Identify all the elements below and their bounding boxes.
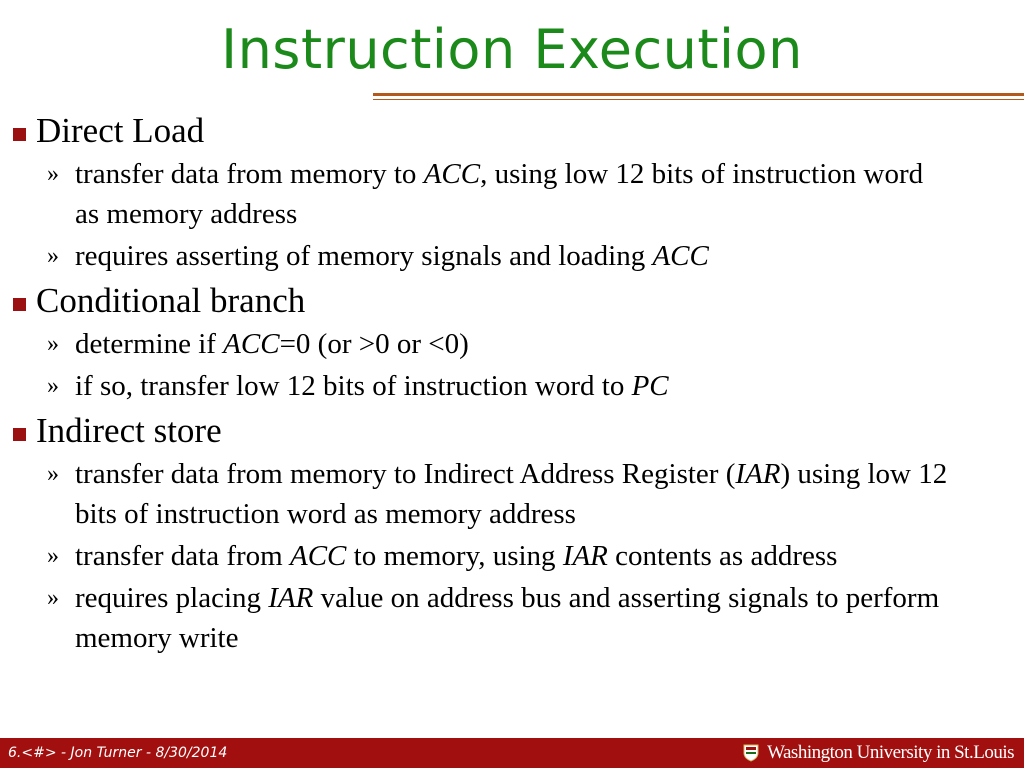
title-rule-thin xyxy=(373,99,1024,100)
sub-bullet-item: » if so, transfer low 12 bits of instruct… xyxy=(12,366,1012,406)
sub-bullet-marker: » xyxy=(47,331,59,357)
section-heading: Conditional branch xyxy=(12,278,1012,324)
square-bullet-icon xyxy=(13,298,26,311)
italic-term: PC xyxy=(631,370,669,402)
text-run: requires placing xyxy=(75,582,269,614)
italic-term: IAR xyxy=(562,540,608,572)
italic-term: ACC xyxy=(289,540,347,572)
italic-term: ACC xyxy=(423,158,481,190)
slide-title: Instruction Execution xyxy=(221,18,803,81)
sub-bullet-marker: » xyxy=(47,461,59,487)
sub-bullet-marker: » xyxy=(47,243,59,269)
text-run: contents as address xyxy=(607,540,838,572)
italic-term: IAR xyxy=(268,582,314,614)
sub-bullet-item: » requires asserting of memory signals an… xyxy=(12,236,1012,276)
sub-bullet-item: » transfer data from memory to ACC, using… xyxy=(12,154,1012,234)
text-run: to memory, using xyxy=(346,540,563,572)
text-run: transfer data from xyxy=(75,540,290,572)
section-heading-text: Conditional branch xyxy=(36,281,306,320)
section-heading-text: Direct Load xyxy=(36,111,205,150)
square-bullet-icon xyxy=(13,428,26,441)
shield-icon xyxy=(743,744,759,762)
section-heading-text: Indirect store xyxy=(36,411,222,450)
sub-bullet-marker: » xyxy=(47,543,59,569)
italic-term: IAR xyxy=(735,458,781,490)
text-run: value on address bus and asserting signa… xyxy=(75,582,940,654)
text-run: determine if xyxy=(75,328,224,360)
sub-bullet-item: » determine if ACC=0 (or >0 or <0) xyxy=(12,324,1012,364)
sub-bullet-item: » requires placing IAR value on address b… xyxy=(12,578,1012,658)
sub-bullet-marker: » xyxy=(47,373,59,399)
square-bullet-icon xyxy=(13,128,26,141)
section-heading: Indirect store xyxy=(12,408,1012,454)
text-run: , using low 12 bits of instruction word … xyxy=(75,158,924,230)
text-run: transfer data from memory to xyxy=(75,158,424,190)
sub-bullet-item: » transfer data from ACC to memory, using… xyxy=(12,536,1012,576)
title-rule-thick xyxy=(373,93,1024,96)
university-logo: Washington University in St.Louis xyxy=(743,738,1014,768)
text-run: transfer data from memory to Indirect Ad… xyxy=(75,458,736,490)
sub-bullet-marker: » xyxy=(47,585,59,611)
italic-term: ACC xyxy=(223,328,280,360)
italic-term: ACC xyxy=(652,240,709,272)
text-run: ) using low 12 bits of instruction word … xyxy=(75,458,948,530)
sub-bullet-item: » transfer data from memory to Indirect A… xyxy=(12,454,1012,534)
sub-bullet-marker: » xyxy=(47,161,59,187)
section-heading: Direct Load xyxy=(12,108,1012,154)
text-run: if so, transfer low 12 bits of instructi… xyxy=(75,370,632,402)
university-logo-text: Washington University in St.Louis xyxy=(767,742,1014,763)
footer-slide-info: 6.<#> - Jon Turner - 8/30/2014 xyxy=(8,745,228,761)
text-run: requires asserting of memory signals and… xyxy=(75,240,653,272)
text-run: =0 (or >0 or <0) xyxy=(279,328,469,360)
slide-body: Direct Load » transfer data from memory to… xyxy=(12,108,1012,660)
footer-bar: 6.<#> - Jon Turner - 8/30/2014 Washingto… xyxy=(0,738,1024,768)
